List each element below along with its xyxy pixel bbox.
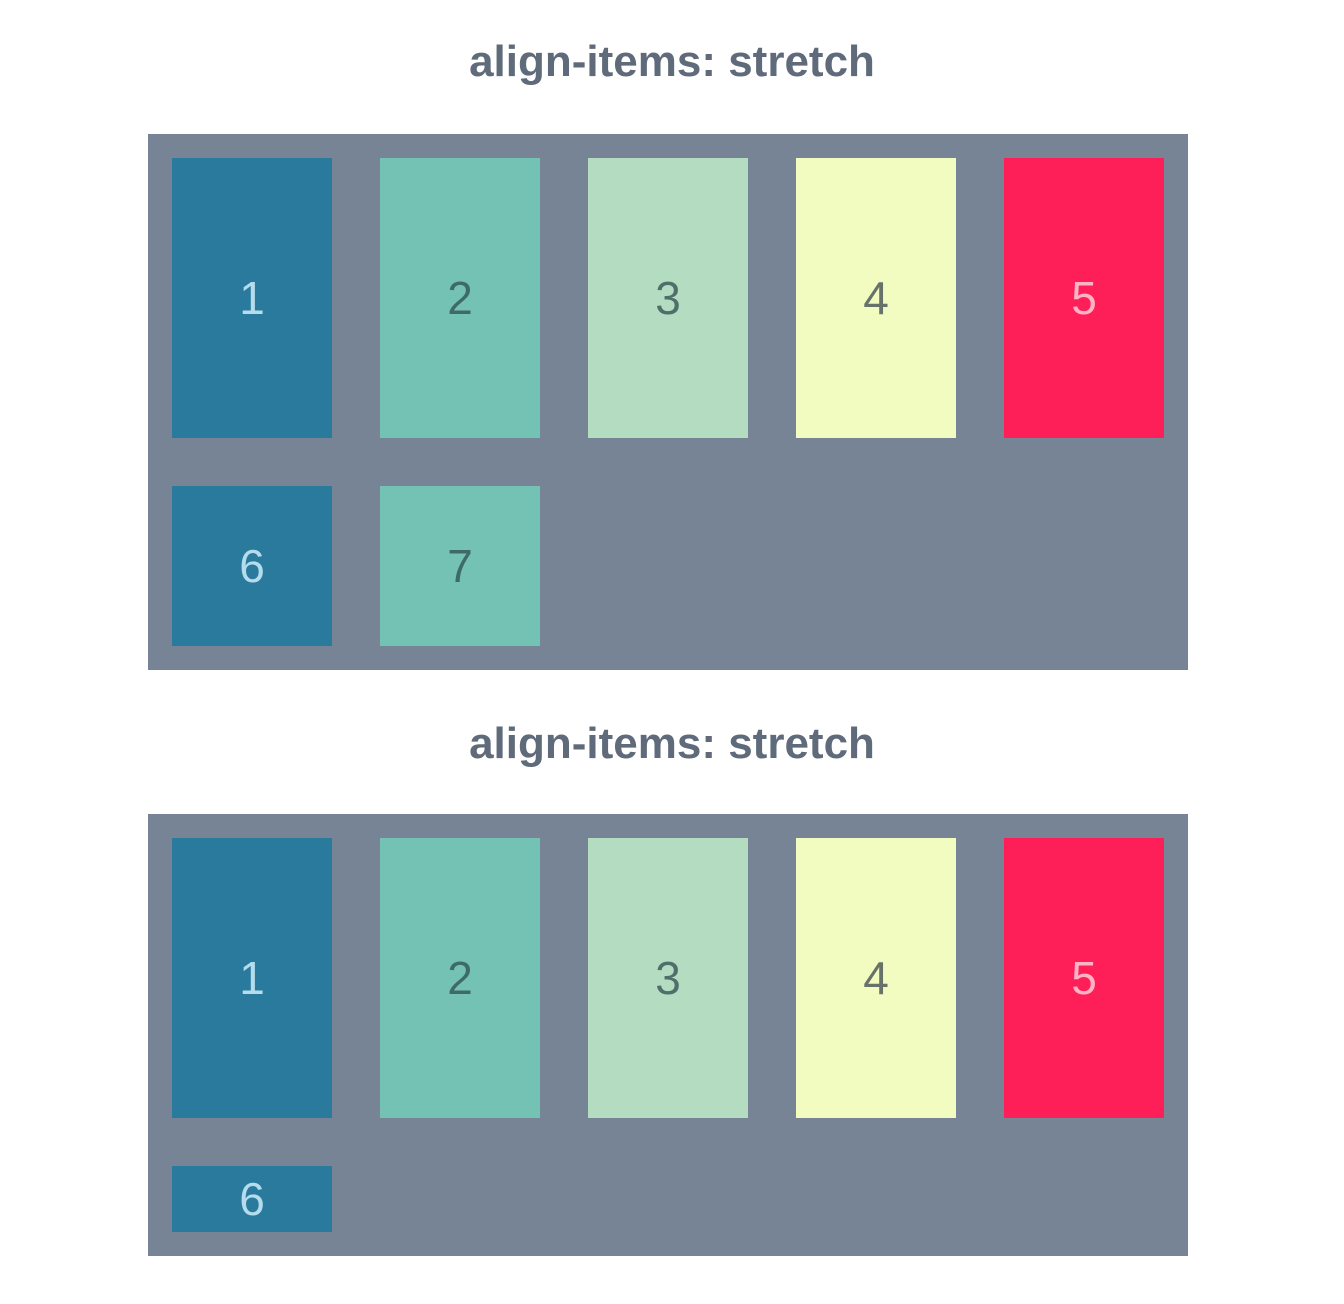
flex-item-1: 1 bbox=[172, 158, 332, 438]
flex-item-3: 3 bbox=[588, 158, 748, 438]
flex-item-6: 6 bbox=[172, 486, 332, 646]
flex-item-3: 3 bbox=[588, 838, 748, 1118]
flex-item-4: 4 bbox=[796, 838, 956, 1118]
flex-item-6: 6 bbox=[172, 1166, 332, 1232]
flex-item-1: 1 bbox=[172, 838, 332, 1118]
flex-item-2: 2 bbox=[380, 838, 540, 1118]
panel-2-title: align-items: stretch bbox=[469, 719, 875, 768]
flex-item-4: 4 bbox=[796, 158, 956, 438]
flex-item-7: 7 bbox=[380, 486, 540, 646]
flex-container-1: 1 2 3 4 5 6 7 bbox=[148, 134, 1188, 670]
flex-item-2: 2 bbox=[380, 158, 540, 438]
flex-container-2: 1 2 3 4 5 6 bbox=[148, 814, 1188, 1256]
panel-1-title: align-items: stretch bbox=[469, 37, 875, 86]
flex-item-5: 5 bbox=[1004, 158, 1164, 438]
flex-item-5: 5 bbox=[1004, 838, 1164, 1118]
